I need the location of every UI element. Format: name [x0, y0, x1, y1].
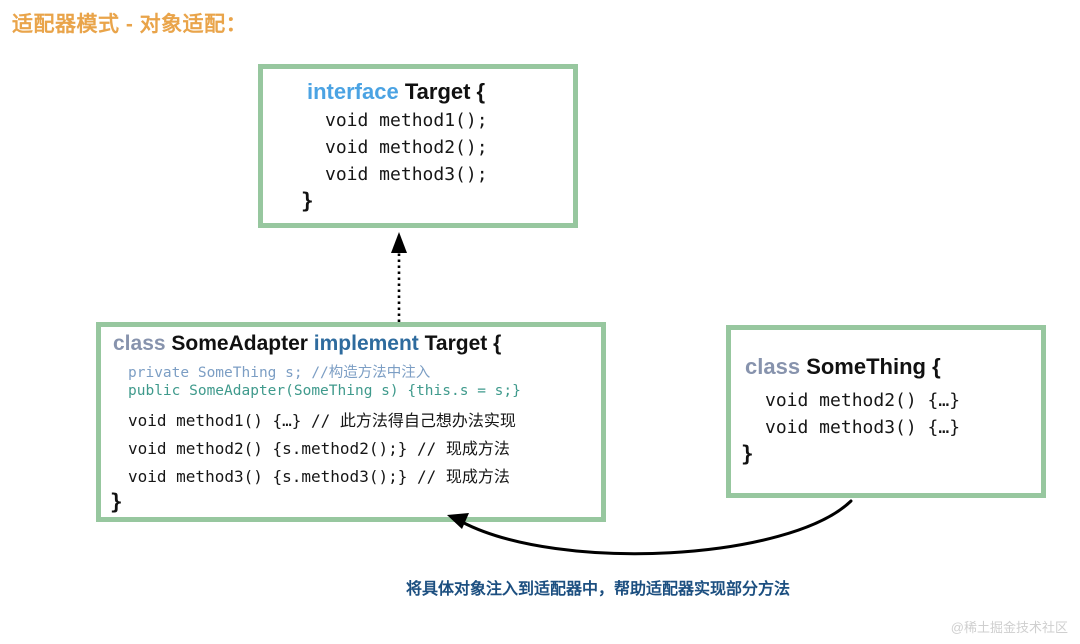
class-box-some-thing: class SomeThing { void method2() {…} voi… [726, 325, 1046, 498]
class-box-target: interface Target { void method1(); void … [258, 64, 578, 228]
keyword-class: class [113, 332, 166, 355]
type-name-target-ref: Target { [424, 332, 502, 355]
closing-brace: } [301, 189, 314, 213]
closing-brace: } [110, 490, 123, 514]
keyword-interface: interface [307, 79, 399, 104]
type-name-some-thing: SomeThing { [806, 354, 941, 379]
watermark: @稀土掘金技术社区 [950, 620, 1068, 635]
code-line: void method1(); [325, 110, 488, 131]
type-name-target: Target { [404, 79, 486, 104]
code-line: private SomeThing s; //构造方法中注入 [128, 365, 431, 381]
code-line: void method3(); [325, 164, 488, 185]
keyword-class: class [745, 354, 801, 379]
keyword-implement: implement [313, 332, 419, 355]
closing-brace: } [741, 442, 754, 466]
code-line: void method1() {…} // 此方法得自己想办法实现 [128, 411, 516, 430]
code-line: void method3() {s.method3();} // 现成方法 [128, 467, 510, 486]
page-title: 适配器模式 - 对象适配： [12, 13, 248, 36]
type-name-some-adapter: SomeAdapter [171, 332, 308, 355]
code-line: public SomeAdapter(SomeThing s) {this.s … [128, 383, 521, 399]
implements-arrow-head [391, 232, 407, 253]
implements-arrow [391, 232, 407, 322]
code-line: void method2() {s.method2();} // 现成方法 [128, 439, 510, 458]
box-adapter-header: class SomeAdapter implement Target { [113, 332, 501, 356]
code-line: void method2(); [325, 137, 488, 158]
box-something-header: class SomeThing { [745, 354, 941, 380]
code-line: void method3() {…} [765, 417, 961, 438]
box-target-header: interface Target { [307, 79, 485, 105]
diagram-caption: 将具体对象注入到适配器中，帮助适配器实现部分方法 [406, 581, 791, 598]
class-box-some-adapter: class SomeAdapter implement Target { pri… [96, 322, 606, 522]
code-line: void method2() {…} [765, 390, 961, 411]
